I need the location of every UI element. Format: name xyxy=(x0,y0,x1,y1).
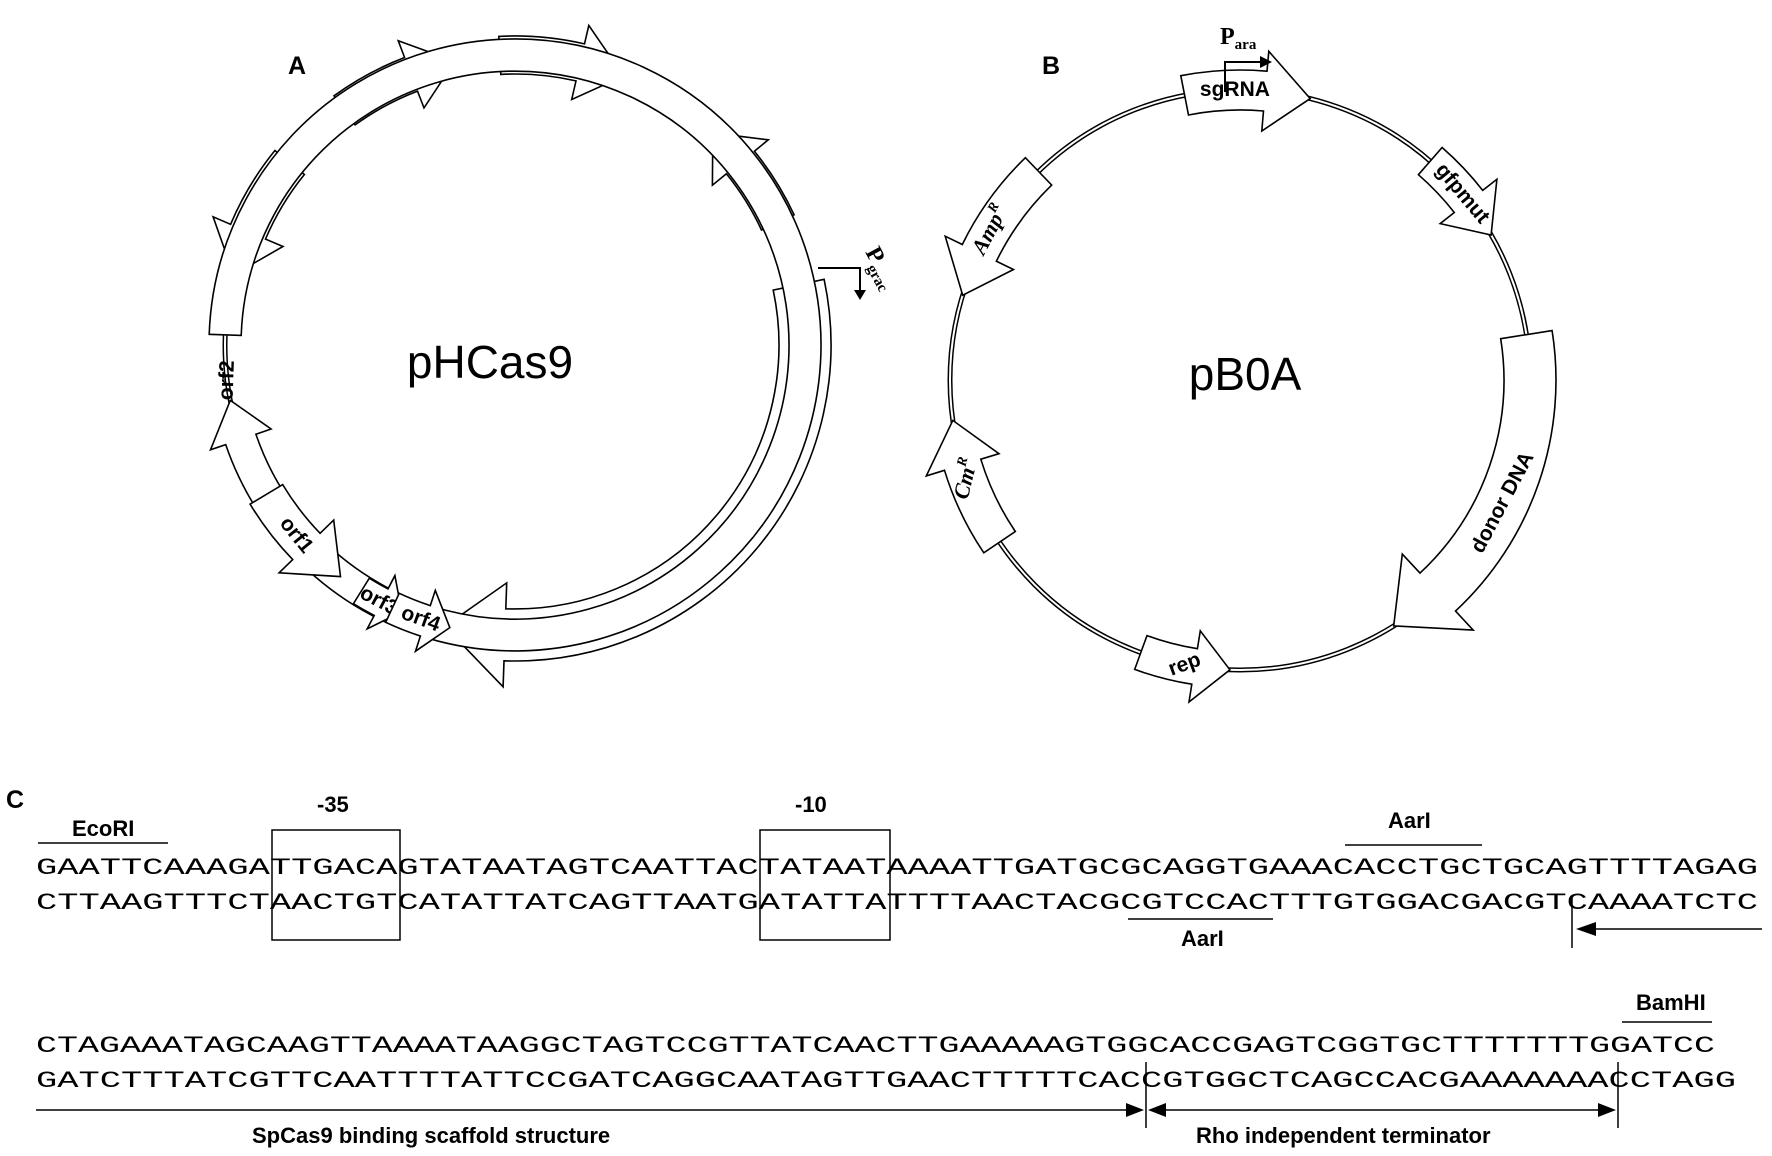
minus10-box xyxy=(759,829,891,941)
promoter-b-arrow xyxy=(1224,61,1262,92)
plasmid-b-name: pB0A xyxy=(1189,348,1302,400)
terminator-label: Rho independent terminator xyxy=(1196,1123,1491,1148)
promoter-a-arrowhead xyxy=(854,290,866,300)
scaffold-span-arrowhead xyxy=(1126,1103,1144,1117)
promoter-b-arrowhead xyxy=(1260,56,1272,68)
seq2-bottom-strand: GATCTTTATCGTTCAATTTTATTCCGATCAGGCAATAGTT… xyxy=(36,1068,1736,1094)
minus35-box xyxy=(271,829,401,941)
feature-arrow-amp xyxy=(943,156,1053,297)
promoter-a-label: Pgrac xyxy=(856,243,903,295)
promoter-a-sub: grac xyxy=(863,262,891,295)
terminator-span-arrowhead-left xyxy=(1148,1103,1166,1117)
feature-arrow-rep xyxy=(1133,628,1232,704)
feature-arrow-orf4 xyxy=(384,588,451,654)
terminator-span-arrowhead-right xyxy=(1598,1103,1616,1117)
minus10-label: -10 xyxy=(795,792,827,817)
minus35-label: -35 xyxy=(317,792,349,817)
promoter-b-label: Para xyxy=(1220,24,1257,53)
panel-c: C EcoRI -35 -10 AarI GAATTCAAAGATTGACAGT… xyxy=(6,786,1762,1148)
seq1-top-strand: GAATTCAAAGATTGACAGTATAATAGTCAATTACTATAAT… xyxy=(36,855,1758,881)
scaffold-label: SpCas9 binding scaffold structure xyxy=(252,1123,610,1148)
plasmid-a-name: pHCas9 xyxy=(407,336,573,388)
promoter-b-sub: ara xyxy=(1235,37,1257,53)
feature-arrow-orf2 xyxy=(208,38,822,652)
continuation-arrowhead xyxy=(1576,922,1596,936)
seq2-top-strand: CTAGAAATAGCAAGTTAAAATAAGGCTAGTCCGTTATCAA… xyxy=(36,1033,1715,1059)
promoter-a-arrow xyxy=(818,267,861,292)
seq1-bottom-strand: CTTAAGTTTCTAACTGTCATATTATCAGTTAATGATATTA… xyxy=(36,890,1758,916)
feature-arrow-cm xyxy=(924,419,1017,554)
feature-arrow-orf1 xyxy=(249,483,342,578)
feature-arrow-gfpmut xyxy=(1417,146,1498,236)
feature-arrow-donor xyxy=(1392,329,1557,632)
feature-label-text-sgrna: sgRNA xyxy=(1200,78,1270,101)
feature-label-text-orf2: orf2 xyxy=(214,360,238,400)
panel-a: A pHCas9 oriNeoRlaclspCas9AmpRorf2orf1or… xyxy=(208,23,903,689)
feature-label-orf2: orf2 xyxy=(214,360,238,400)
panel-c-letter: C xyxy=(6,786,24,814)
promoter-b-main: P xyxy=(1220,24,1235,50)
feature-arrow-sgrna xyxy=(1179,49,1312,133)
ecori-label: EcoRI xyxy=(72,816,134,841)
feature-label-sup-cm: R xyxy=(955,455,972,469)
panel-a-letter: A xyxy=(288,52,306,80)
aari-bottom-label: AarI xyxy=(1181,926,1224,951)
feature-label-sgrna: sgRNA xyxy=(1200,78,1270,101)
svg-text:Pgrac: Pgrac xyxy=(856,243,903,295)
panel-b-letter: B xyxy=(1042,52,1060,80)
aari-top-label: AarI xyxy=(1388,808,1431,833)
bamhi-label: BamHI xyxy=(1636,990,1706,1015)
